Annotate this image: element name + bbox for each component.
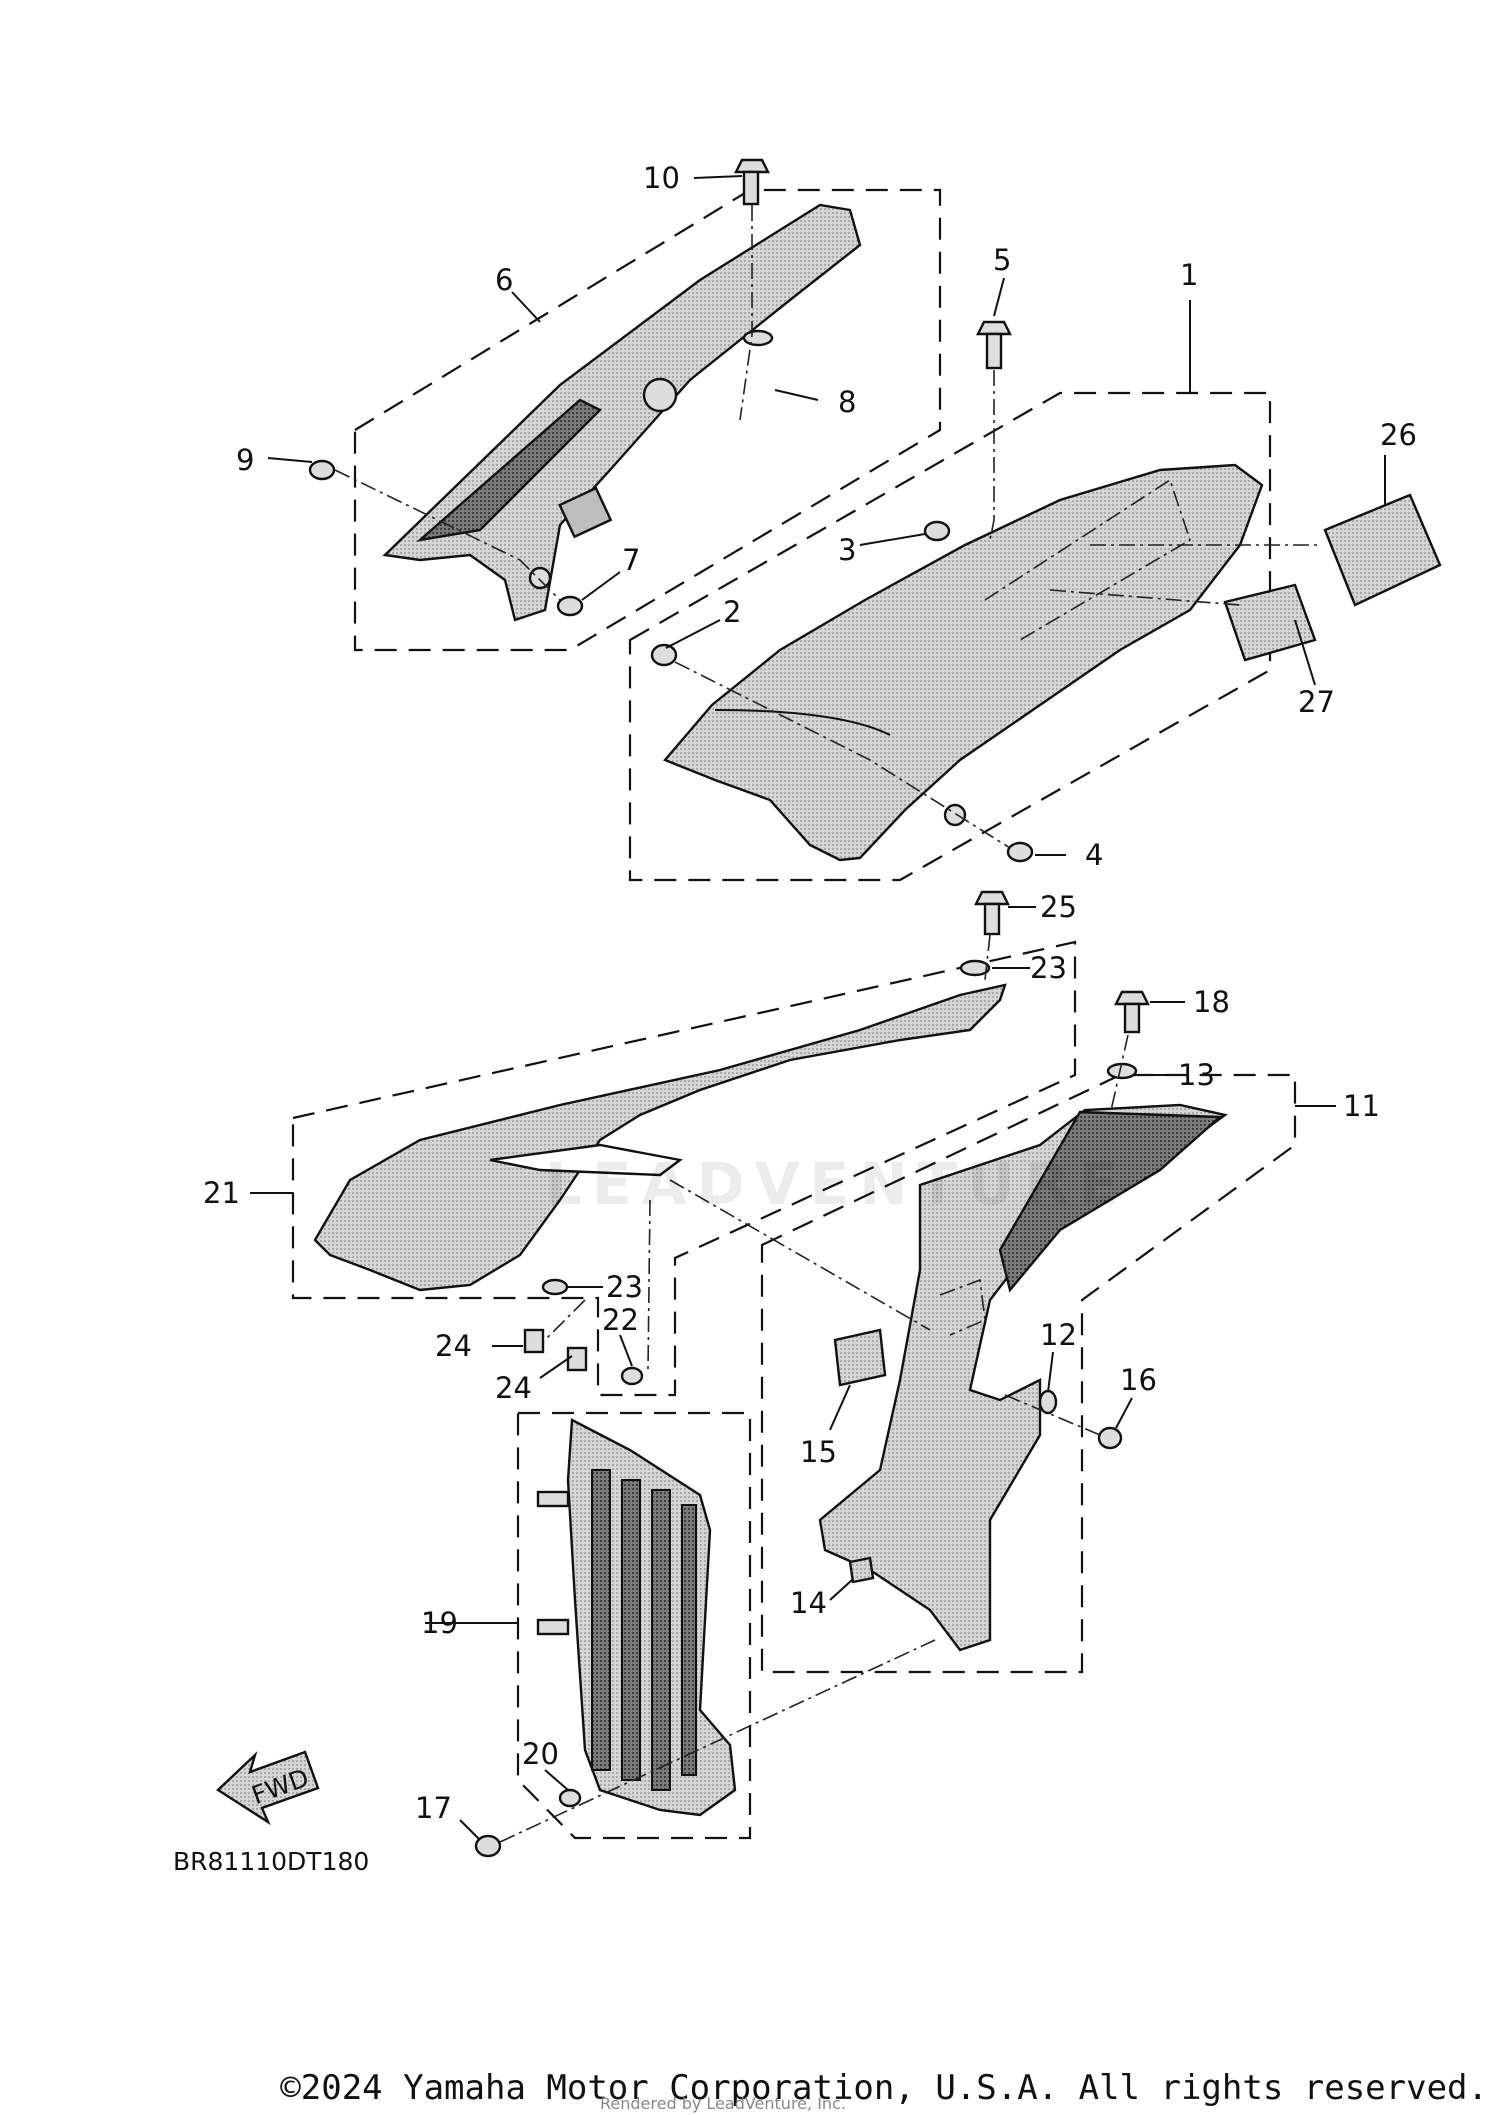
part-24-clip-a	[523, 1328, 545, 1354]
part-16-bolt	[1097, 1426, 1123, 1450]
part-15-emblem	[833, 1328, 887, 1387]
copyright-notice: ©2024 Yamaha Motor Corporation, U.S.A. A…	[280, 2068, 1488, 2108]
callout-15: 15	[800, 1435, 837, 1469]
callout-7: 7	[622, 543, 640, 577]
callout-17: 17	[415, 1791, 452, 1825]
callout-18: 18	[1193, 985, 1230, 1019]
callout-23-lower: 23	[606, 1270, 643, 1304]
callout-14: 14	[790, 1586, 827, 1620]
part-24-clip-b	[566, 1346, 588, 1372]
part-7-nut	[556, 595, 584, 617]
part-1-side-cover	[663, 463, 1264, 862]
part-10-bolt	[734, 158, 770, 206]
part-22-nut	[620, 1366, 644, 1386]
part-17-bolt	[474, 1834, 502, 1858]
callout-11: 11	[1343, 1089, 1380, 1123]
leader-lines	[250, 175, 1386, 1841]
callout-26: 26	[1380, 418, 1417, 452]
part-12-collar	[1038, 1389, 1058, 1415]
group-outline-21	[291, 940, 1077, 1397]
part-4-bolt	[1006, 841, 1034, 863]
callout-4: 4	[1085, 838, 1103, 872]
callout-1: 1	[1180, 258, 1198, 292]
callout-25: 25	[1040, 890, 1077, 924]
part-20-collar	[558, 1788, 582, 1808]
part-25-bolt	[974, 890, 1010, 936]
callout-19: 19	[421, 1606, 458, 1640]
callout-2: 2	[723, 595, 741, 629]
part-3-grommet	[923, 520, 951, 542]
callout-6: 6	[495, 263, 513, 297]
callout-20: 20	[522, 1737, 559, 1771]
part-11-radiator-cover	[818, 1103, 1228, 1652]
rendered-by-notice: Rendered by LeadVenture, Inc.	[600, 2094, 846, 2113]
part-2-clip	[650, 643, 678, 667]
part-5-bolt	[976, 320, 1012, 370]
part-19-louver	[536, 1418, 737, 1817]
part-13-collar	[1106, 1062, 1138, 1080]
diagram-code: BR81110DT180	[173, 1847, 369, 1876]
part-21-shroud	[313, 983, 1007, 1292]
callout-24-a: 24	[435, 1329, 472, 1363]
part-23-collar-upper	[959, 959, 991, 977]
callout-5: 5	[993, 243, 1011, 277]
part-26-emblem	[1323, 493, 1442, 607]
part-18-bolt	[1114, 990, 1150, 1034]
callout-13: 13	[1178, 1058, 1215, 1092]
part-14-emblem	[848, 1556, 875, 1584]
part-27-emblem	[1223, 583, 1317, 662]
callout-27: 27	[1298, 685, 1335, 719]
callout-16: 16	[1120, 1363, 1157, 1397]
callout-23-upper: 23	[1030, 951, 1067, 985]
callout-12: 12	[1040, 1318, 1077, 1352]
part-6-side-rail	[382, 203, 862, 622]
callout-21: 21	[203, 1176, 240, 1210]
callout-3: 3	[838, 533, 856, 567]
group-outline-1	[628, 391, 1272, 882]
callout-22: 22	[602, 1303, 639, 1337]
callout-24-b: 24	[495, 1371, 532, 1405]
part-23-collar-lower	[541, 1278, 569, 1296]
fwd-arrow-icon: FWD	[216, 1750, 320, 1826]
part-8-grommet	[742, 329, 774, 347]
callout-8: 8	[838, 385, 856, 419]
callout-10: 10	[643, 161, 680, 195]
watermark-text: LEADVENTURE	[545, 1150, 1129, 1218]
callout-9: 9	[236, 443, 254, 477]
part-9-clip	[308, 459, 336, 481]
